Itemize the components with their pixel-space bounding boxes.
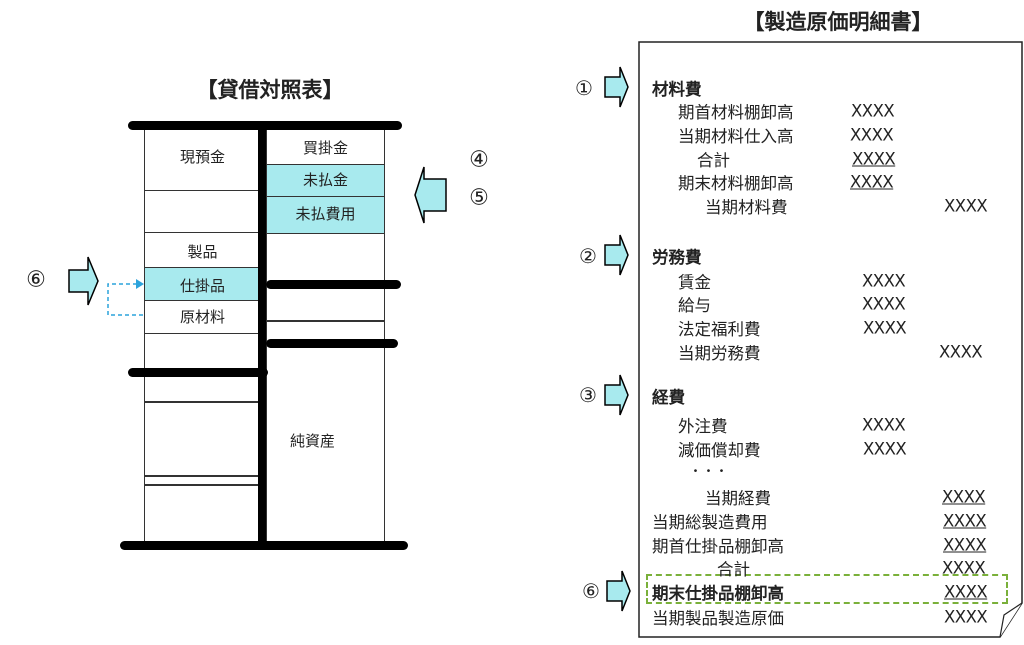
section-heading: 材料費 (652, 80, 702, 99)
section-arrows (604, 66, 631, 612)
accrued-arrow-icon (414, 166, 447, 224)
row-label: 外注費 (678, 417, 728, 436)
document-frame (638, 41, 1023, 638)
row-value: XXXX (852, 149, 896, 169)
row-label: 法定福利費 (678, 320, 761, 339)
marker-3: ③ (579, 383, 597, 407)
row-label: 期首仕掛品棚卸高 (652, 537, 784, 556)
products-cell: 製品 (144, 232, 261, 268)
divider (266, 320, 385, 322)
row-label: 当期製品製造原価 (652, 609, 784, 628)
row-value: XXXX (863, 318, 907, 338)
current-assets-rule (128, 368, 268, 377)
section-heading: 労務費 (652, 248, 702, 267)
row-value: XXXX (862, 294, 906, 314)
row-label: 減価償却費 (678, 441, 761, 460)
row-label: 当期経費 (705, 489, 771, 508)
row-label-highlighted: 期末仕掛品棚卸高 (652, 584, 784, 603)
marker-4: ④ (469, 147, 489, 173)
accrued-label: 未払金 (302, 171, 348, 189)
highlight-box (646, 574, 1008, 604)
marker-1: ① (575, 76, 593, 100)
row-value: XXXX (850, 125, 894, 145)
bottom-rule (120, 541, 408, 550)
center-rule (258, 125, 266, 547)
row-value: XXXX (944, 196, 988, 216)
row-value: XXXX (862, 271, 906, 291)
accrued-expenses-label: 未払費用 (295, 205, 356, 223)
marker-5: ⑤ (469, 185, 489, 211)
row-label: 期末材料棚卸高 (678, 174, 794, 193)
net-assets-label: 純資産 (290, 432, 336, 450)
section-heading: 経費 (652, 388, 685, 407)
row-value: XXXX (943, 511, 987, 531)
liability-rule (266, 280, 401, 289)
cost-report-title: 【製造原価明細書】 (743, 10, 933, 34)
row-label: 当期総製造費用 (652, 513, 768, 532)
asset-blank-cell (144, 190, 261, 233)
accrued-expenses-cell: 未払費用 (266, 196, 385, 234)
row-value: XXXX (944, 582, 988, 602)
row-value: XXXX (939, 342, 983, 362)
row-label: 当期材料費 (705, 198, 788, 217)
cash-label: 現預金 (179, 148, 225, 166)
cash-cell: 現預金 (144, 125, 261, 191)
balance-sheet-title: 【貸借対照表】 (196, 78, 344, 102)
row-value: XXXX (851, 101, 895, 121)
products-label: 製品 (187, 243, 218, 261)
row-value: XXXX (942, 487, 986, 507)
materials-cell: 原材料 (144, 300, 261, 334)
materials-label: 原材料 (179, 308, 225, 326)
row-label: 合計 (697, 151, 730, 170)
row-label: 期首材料棚卸高 (678, 103, 794, 122)
wip-label: 仕掛品 (179, 277, 225, 295)
accrued-cell: 未払金 (266, 164, 385, 197)
row-label: 合計 (717, 560, 750, 579)
net-assets-rule (266, 339, 398, 348)
row-value: XXXX (850, 172, 894, 192)
row-label: 当期材料仕入高 (678, 127, 794, 146)
row-label: 賃金 (678, 273, 711, 292)
ellipsis: ・・・ (689, 464, 729, 480)
divider (144, 401, 261, 403)
arrow-icon (604, 66, 631, 612)
marker-6: ⑥ (582, 579, 600, 603)
row-value: XXXX (942, 558, 986, 578)
marker-2: ② (579, 244, 597, 268)
divider (144, 484, 261, 486)
row-value: XXXX (943, 535, 987, 555)
row-value: XXXX (944, 607, 988, 627)
row-value: XXXX (862, 415, 906, 435)
row-value: XXXX (863, 439, 907, 459)
payables-label: 買掛金 (302, 139, 348, 157)
row-label: 給与 (678, 296, 711, 315)
divider (144, 475, 261, 477)
payables-cell: 買掛金 (266, 128, 385, 165)
asset-lower-cell (144, 333, 261, 545)
wip-arrow-icon (68, 256, 144, 316)
wip-cell: 仕掛品 (144, 267, 261, 301)
marker-6: ⑥ (26, 267, 46, 293)
row-label: 当期労務費 (678, 344, 761, 363)
